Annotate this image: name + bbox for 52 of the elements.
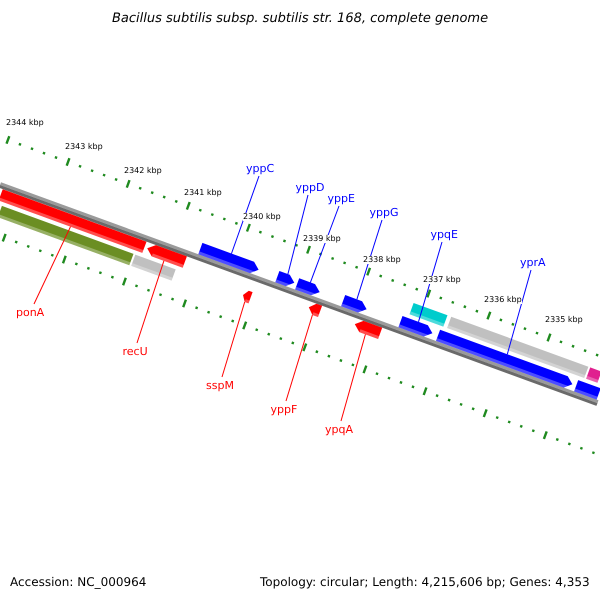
gene-label: yppF <box>270 404 298 414</box>
leader-line <box>286 314 313 402</box>
gene-label: recU <box>122 346 148 356</box>
gene-label: yppE <box>328 192 355 204</box>
scale-label: 2342 kbp <box>124 167 162 175</box>
gene-bar <box>0 206 134 266</box>
leader-line <box>310 206 340 283</box>
gene-block <box>275 271 294 286</box>
scale-label: 2338 kbp <box>363 256 401 264</box>
gene-bar <box>131 254 176 281</box>
footer-text: Accession: NC_000964 <box>10 576 146 588</box>
gene-block <box>295 278 320 296</box>
leader-line <box>418 242 442 322</box>
gene-block <box>243 290 253 304</box>
gene-block <box>308 304 322 317</box>
gene-block <box>147 245 187 268</box>
gene-label: sspM <box>206 380 234 390</box>
leader-line <box>222 302 246 378</box>
leader-line <box>356 220 382 300</box>
gene-label: ypqA <box>325 424 353 434</box>
leader-line <box>287 194 308 275</box>
gene-label: yprA <box>520 256 546 268</box>
leader-line <box>506 270 532 355</box>
leader-line <box>34 226 71 304</box>
scale-label: 2344 kbp <box>6 119 44 127</box>
scale-label: 2336 kbp <box>484 296 522 304</box>
gene-bar <box>574 380 600 400</box>
gene-block <box>436 330 572 388</box>
scale-label: 2343 kbp <box>65 143 103 151</box>
gene-label: yppG <box>370 206 398 218</box>
leader-line <box>340 334 366 422</box>
gene-label: ponA <box>16 306 44 318</box>
gene-block <box>398 316 432 336</box>
leader-line <box>136 260 164 344</box>
gene-bar <box>410 303 448 327</box>
diagram-title: Bacillus subtilis subsp. subtilis str. 168, complete genome <box>112 12 488 24</box>
scale-label: 2340 kbp <box>243 213 281 221</box>
gene-block <box>354 320 382 339</box>
scale-label: 2339 kbp <box>303 235 341 243</box>
gene-block <box>341 295 367 312</box>
gene-block <box>198 242 259 274</box>
scale-label: 2337 kbp <box>423 276 461 284</box>
gene-label: yppD <box>296 182 324 192</box>
footer-text: Topology: circular; Length: 4,215,606 bp; Genes: 4,353 <box>260 576 590 588</box>
leader-line <box>231 176 260 254</box>
gene-bar <box>447 316 588 378</box>
gene-label: ypqE <box>430 228 458 240</box>
gene-label: yppC <box>246 162 274 174</box>
gene-bar <box>0 189 146 253</box>
gene-bar <box>586 367 600 383</box>
scale-label: 2335 kbp <box>545 316 583 324</box>
scale-label: 2341 kbp <box>184 189 222 197</box>
